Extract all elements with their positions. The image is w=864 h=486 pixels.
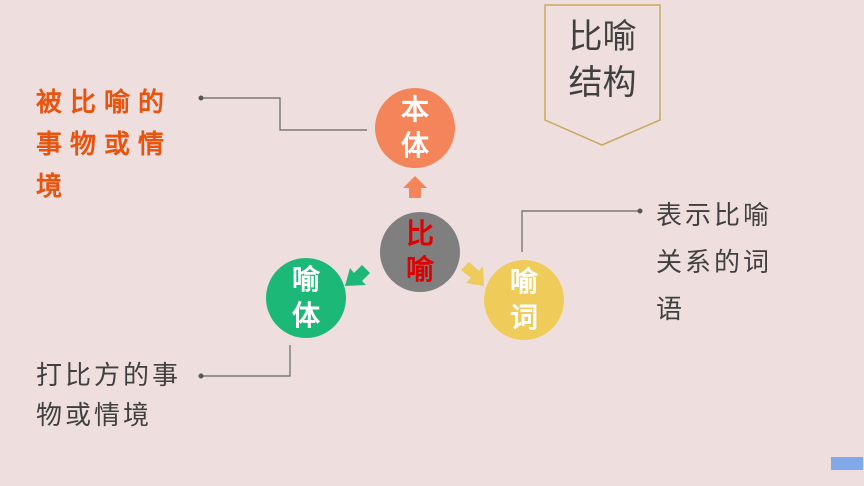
desc-line: 被比喻的 xyxy=(36,88,173,118)
arrow-right-down-icon xyxy=(461,262,484,286)
desc-line: 语 xyxy=(656,295,686,325)
desc-line: 事物或情 xyxy=(36,130,173,160)
center-char: 比 xyxy=(405,217,434,250)
title: 比喻 结构 xyxy=(545,14,660,106)
arrow-up-icon xyxy=(403,176,427,198)
connector-yuci xyxy=(521,210,640,252)
benti-description: 被比喻的 事物或情 境 xyxy=(36,82,172,208)
desc-line: 物或情境 xyxy=(36,401,153,431)
arrow-left-down-icon xyxy=(345,265,370,286)
yuti-circle: 喻体 xyxy=(266,258,346,338)
yuci-description: 表示比喻 关系的词 语 xyxy=(656,193,772,334)
center-char: 喻 xyxy=(405,253,434,286)
desc-line: 打比方的事 xyxy=(36,361,182,391)
connector-yuti xyxy=(201,345,291,377)
yuti-char: 体 xyxy=(291,299,320,332)
benti-char: 本 xyxy=(400,93,429,126)
yuti-char: 喻 xyxy=(291,263,320,296)
connector-dot xyxy=(198,373,204,379)
connector-dot xyxy=(198,95,204,101)
connector-dot xyxy=(637,208,643,214)
yuci-char: 词 xyxy=(509,301,538,334)
title-banner xyxy=(544,4,661,146)
title-line: 结构 xyxy=(568,63,637,103)
yuci-char: 喻 xyxy=(509,265,538,298)
center-circle: 比喻 xyxy=(380,212,460,292)
desc-line: 关系的词 xyxy=(656,248,773,278)
watermark-badge xyxy=(831,457,863,470)
title-line: 比喻 xyxy=(568,17,637,57)
yuti-description: 打比方的事 物或情境 xyxy=(36,356,181,436)
benti-circle: 本体 xyxy=(375,88,455,168)
connector-benti xyxy=(201,97,367,131)
benti-char: 体 xyxy=(400,129,429,162)
desc-line: 表示比喻 xyxy=(656,201,773,231)
yuci-circle: 喻词 xyxy=(484,260,564,340)
desc-line: 境 xyxy=(36,172,71,202)
